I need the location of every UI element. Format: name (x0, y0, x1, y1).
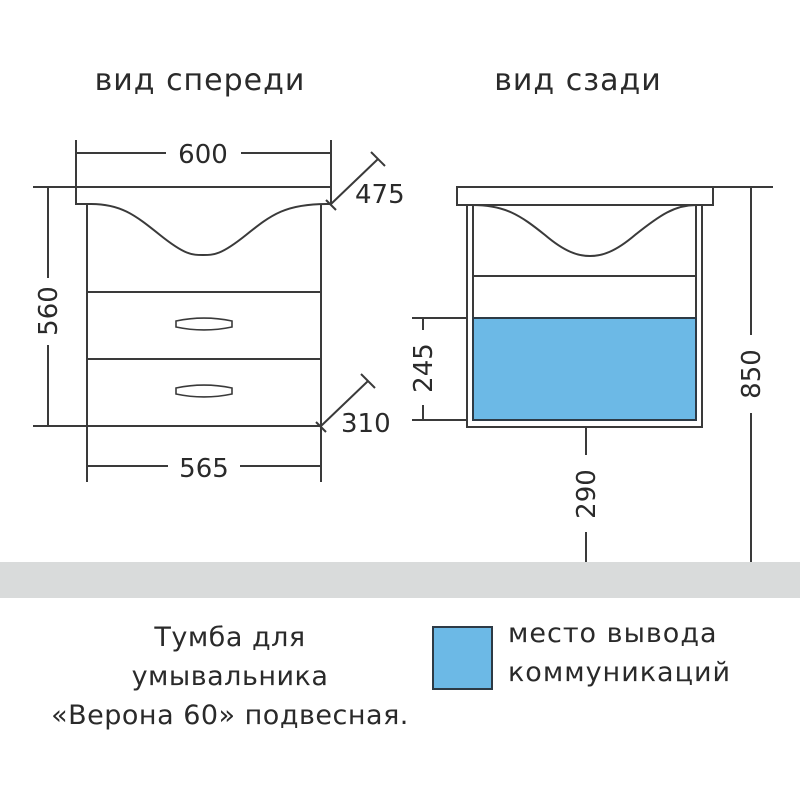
back-outer-frame (466, 205, 703, 428)
drawer-handle-icon (175, 384, 233, 398)
product-caption: Тумба для умывальника (90, 618, 370, 696)
legend-line-1: место вывода (508, 618, 718, 649)
front-view: 600 475 560 565 310 (33, 140, 405, 484)
caption-line-3: «Верона 60» подвесная. (51, 700, 409, 731)
dim-top-depth: 475 (355, 180, 405, 210)
communication-zone (472, 317, 697, 421)
legend-label: место вывода коммуникаций (508, 614, 731, 692)
caption-line-2: умывальника (131, 661, 329, 692)
dim-body-height: 560 (34, 286, 64, 336)
front-view-title: вид спереди (95, 63, 306, 98)
dim-top-width: 600 (178, 140, 228, 170)
dim-comm-zone-height: 245 (409, 343, 439, 393)
back-basin-curve (471, 204, 697, 258)
back-view-title: вид сзади (494, 63, 662, 98)
drawer-handle-icon (175, 317, 233, 331)
dim-top-to-floor: 850 (737, 349, 767, 399)
back-countertop (456, 186, 714, 206)
legend-line-2: коммуникаций (508, 657, 732, 688)
back-view: 245 290 850 (409, 186, 773, 562)
dim-bottom-to-floor: 290 (572, 469, 602, 519)
dim-body-width: 565 (179, 454, 229, 484)
caption-line-1: Тумба для (154, 622, 306, 653)
dim-body-depth: 310 (341, 409, 391, 439)
front-countertop (75, 186, 332, 205)
legend-swatch (432, 626, 493, 690)
front-basin-curve (87, 202, 332, 257)
floor-band (0, 562, 800, 598)
